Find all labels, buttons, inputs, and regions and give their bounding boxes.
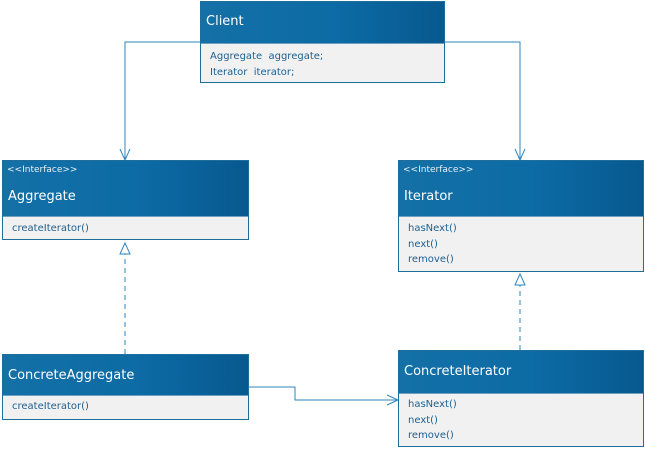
- class-concrete-aggregate-members: createIterator(): [3, 396, 248, 415]
- realization-arrowhead-aggregate: [119, 241, 131, 255]
- class-concrete-iterator-members: hasNext() next() remove(): [399, 394, 643, 444]
- member-method: remove(): [408, 254, 454, 265]
- class-concrete-aggregate[interactable]: ConcreteAggregate createIterator(): [2, 354, 249, 420]
- class-aggregate-members: createIterator(): [3, 217, 248, 237]
- class-iterator-header: <<Interface>> Iterator: [399, 161, 643, 217]
- class-name: ConcreteIterator: [404, 364, 512, 379]
- class-client-members: Aggregate aggregate; Iterator iterator;: [201, 44, 444, 80]
- stereotype-label: <<Interface>>: [7, 165, 78, 175]
- class-client-header: Client: [201, 2, 444, 44]
- member-method: remove(): [408, 430, 454, 441]
- association-concreteaggregate-concreteiterator: [249, 386, 398, 401]
- member-attribute: Iterator iterator;: [210, 66, 295, 78]
- stereotype-label: <<Interface>>: [403, 165, 474, 175]
- class-concrete-aggregate-header: ConcreteAggregate: [3, 355, 248, 396]
- member-method: next(): [408, 238, 438, 250]
- member-method: createIterator(): [12, 401, 89, 412]
- class-concrete-iterator-header: ConcreteIterator: [399, 351, 643, 394]
- class-aggregate-header: <<Interface>> Aggregate: [3, 161, 248, 217]
- class-name: Aggregate: [8, 189, 76, 204]
- member-method: next(): [408, 414, 438, 426]
- class-iterator-members: hasNext() next() remove(): [399, 217, 643, 268]
- class-iterator[interactable]: <<Interface>> Iterator hasNext() next() …: [398, 160, 644, 272]
- member-attribute: Aggregate aggregate;: [210, 51, 324, 62]
- association-client-iterator: [445, 41, 521, 160]
- class-client[interactable]: Client Aggregate aggregate; Iterator ite…: [200, 1, 445, 83]
- class-concrete-iterator[interactable]: ConcreteIterator hasNext() next() remove…: [398, 350, 644, 447]
- member-method: createIterator(): [12, 223, 89, 234]
- member-method: hasNext(): [408, 399, 457, 410]
- class-aggregate[interactable]: <<Interface>> Aggregate createIterator(): [2, 160, 249, 240]
- class-name: Client: [206, 14, 244, 29]
- realization-arrowhead-iterator: [514, 272, 526, 286]
- member-method: hasNext(): [408, 223, 457, 234]
- association-client-aggregate: [124, 41, 200, 160]
- class-name: ConcreteAggregate: [8, 368, 135, 383]
- class-name: Iterator: [404, 189, 453, 204]
